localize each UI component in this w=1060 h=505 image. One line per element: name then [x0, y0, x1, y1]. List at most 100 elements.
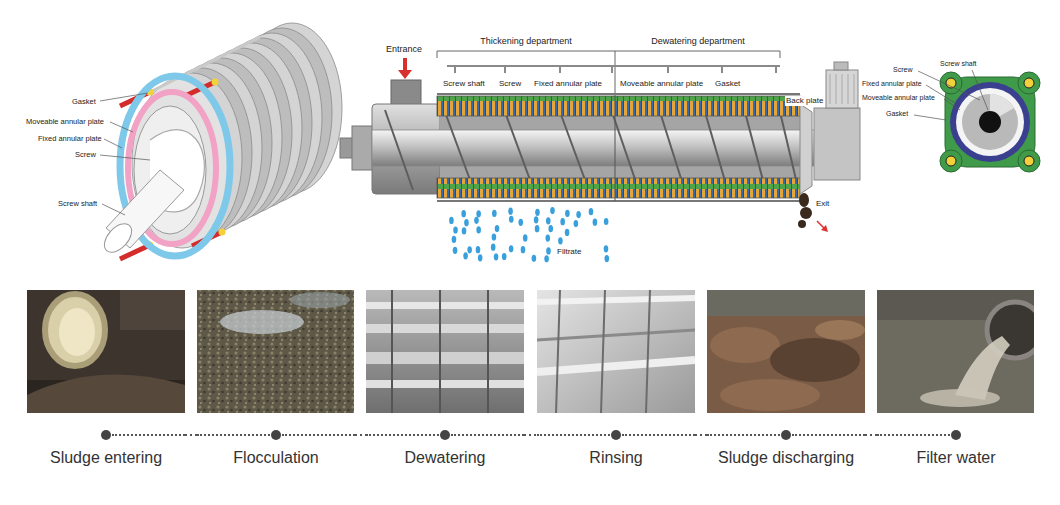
screw-press-part-part	[705, 112, 727, 188]
step-dot	[440, 430, 450, 440]
filtrate-drop	[545, 234, 550, 241]
step-label: Rinsing	[589, 448, 642, 467]
screw-press-part	[437, 93, 800, 95]
screw-press-part-part	[612, 112, 638, 188]
part-label: Back plate	[785, 96, 824, 106]
part-label: Fixed annular plate	[533, 79, 603, 89]
filtrate-drop	[589, 208, 594, 215]
step-dot	[101, 430, 111, 440]
process-step: Flocculation	[197, 290, 355, 472]
filtrate-drop	[558, 237, 563, 244]
front-plates	[99, 76, 230, 257]
part-label: Screw	[75, 150, 96, 159]
spray-bar-part	[454, 66, 456, 73]
leader-lines-part	[972, 70, 988, 110]
process-step: Dewatering	[366, 290, 524, 472]
screw-press-part-part	[745, 112, 765, 188]
filtrate-drop	[492, 210, 497, 217]
dotted-connector	[865, 434, 877, 436]
filtrate-drop	[518, 219, 523, 226]
flange-section-part	[1018, 150, 1040, 172]
flange-section-part	[946, 156, 956, 166]
photo-part	[537, 330, 695, 340]
spray-bar-part	[447, 65, 780, 67]
spray-bar	[447, 66, 780, 73]
filtrate-drop	[532, 255, 537, 262]
department-bracket	[437, 51, 780, 96]
step-dot	[611, 430, 621, 440]
screw-press-part	[352, 126, 374, 170]
leader-lines-part	[914, 115, 946, 120]
filtrate-drop	[476, 210, 481, 217]
photo-part	[27, 290, 185, 413]
step-label: Sludge discharging	[718, 448, 854, 467]
filtrate-drop	[476, 246, 481, 253]
leader-lines-part	[102, 204, 125, 215]
step-label: Filter water	[916, 448, 995, 467]
sludge-exit	[798, 193, 828, 232]
photo	[537, 290, 695, 413]
photo	[27, 290, 185, 413]
dotted-line	[707, 434, 780, 436]
screw-press-part-part	[780, 112, 798, 188]
photo-part	[366, 324, 524, 333]
filtrate-drop	[464, 219, 469, 226]
leader-lines-part	[104, 139, 122, 148]
filtrate-drop	[478, 254, 483, 261]
flange-section	[940, 72, 1040, 172]
photo	[877, 290, 1034, 413]
filtrate-drop	[565, 210, 570, 217]
entrance-arrow	[398, 58, 412, 79]
photo	[366, 290, 524, 413]
filtrate-drop	[474, 217, 479, 224]
photo-part	[720, 379, 820, 411]
dotted-connector	[185, 434, 197, 436]
sludge-exit-part	[821, 225, 828, 232]
part-label: Moveable annular plate	[619, 79, 704, 89]
filtrate-drop	[463, 252, 468, 259]
filtrate-drop	[574, 220, 579, 227]
photo-part	[601, 290, 605, 413]
spray-bar-part	[667, 66, 669, 73]
filtrate-drop	[604, 218, 609, 225]
filtrate-drop	[508, 208, 513, 215]
part-label: Screw	[893, 66, 912, 74]
photo-part	[646, 290, 650, 413]
filtrate-drop	[509, 245, 514, 252]
spray-bar-part	[504, 66, 506, 73]
photo-part	[27, 375, 185, 413]
step-label: Sludge entering	[50, 448, 162, 467]
filtrate-drop	[476, 226, 481, 233]
flange-section-part	[979, 111, 1001, 133]
flange-section-part	[1018, 72, 1040, 94]
filtrate-drop	[461, 210, 466, 217]
part-label: Moveable annular plate	[862, 94, 935, 102]
photo-part	[366, 352, 524, 364]
screw-press-part	[848, 74, 849, 104]
entrance-arrow-part	[403, 58, 407, 71]
filtrate-drop	[534, 216, 539, 223]
sludge-exit-part	[817, 221, 824, 228]
process-step: Sludge entering	[27, 290, 185, 472]
filtrate-drop	[546, 247, 551, 254]
process-step: Sludge discharging	[707, 290, 865, 472]
spray-bar-part	[611, 66, 613, 73]
dotted-line	[537, 434, 610, 436]
part-label: Screw shaft	[940, 60, 977, 68]
process-step: Rinsing	[537, 290, 695, 472]
filtrate-drop	[449, 217, 454, 224]
process-step: Filter water	[877, 290, 1035, 472]
flange-section-part	[1024, 78, 1034, 88]
photo-part	[707, 290, 865, 413]
leader-lines	[100, 93, 150, 215]
screw-press-part	[391, 80, 421, 106]
filtrate-drop	[492, 233, 497, 240]
photo-part	[366, 380, 524, 388]
screw-press-part	[615, 96, 616, 201]
dotted-line	[112, 434, 185, 436]
part-label: Gasket	[714, 79, 741, 89]
filtrate-drop	[521, 246, 526, 253]
